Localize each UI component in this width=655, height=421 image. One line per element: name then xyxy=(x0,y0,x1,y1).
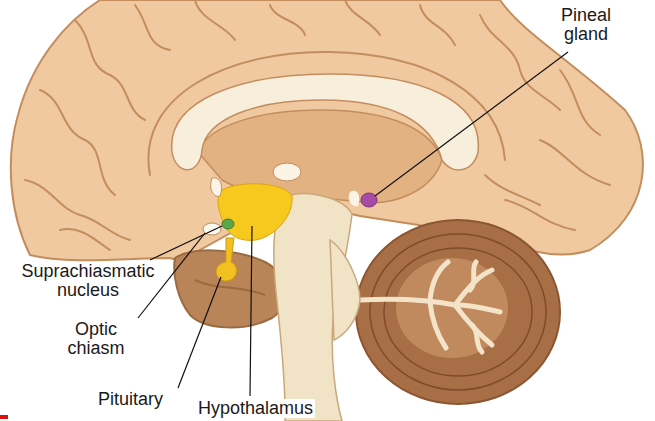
suprachiasmatic-nucleus xyxy=(222,219,234,229)
leader-line xyxy=(178,277,221,388)
part-label: Suprachiasmatic nucleus xyxy=(4,262,172,300)
pineal-gland xyxy=(361,193,377,207)
part-label: Pituitary xyxy=(98,390,163,409)
pineal-recess xyxy=(349,191,360,207)
cerebellum xyxy=(356,220,560,404)
pituitary xyxy=(216,238,236,281)
arbor-vitae xyxy=(360,262,500,352)
corpus-callosum xyxy=(172,74,479,170)
part-label: Optic chiasm xyxy=(50,320,142,358)
leader-line xyxy=(375,52,568,196)
lamina-terminalis xyxy=(211,178,222,197)
leader-line xyxy=(150,226,222,260)
hypothalamus xyxy=(218,184,292,241)
progress-mark xyxy=(0,415,8,419)
brainstem-front xyxy=(330,240,360,340)
interthalamic-adhesion xyxy=(273,163,301,181)
part-label: Pineal gland xyxy=(545,6,627,44)
leader-line xyxy=(250,226,252,396)
part-label: Hypothalamus xyxy=(196,399,315,418)
